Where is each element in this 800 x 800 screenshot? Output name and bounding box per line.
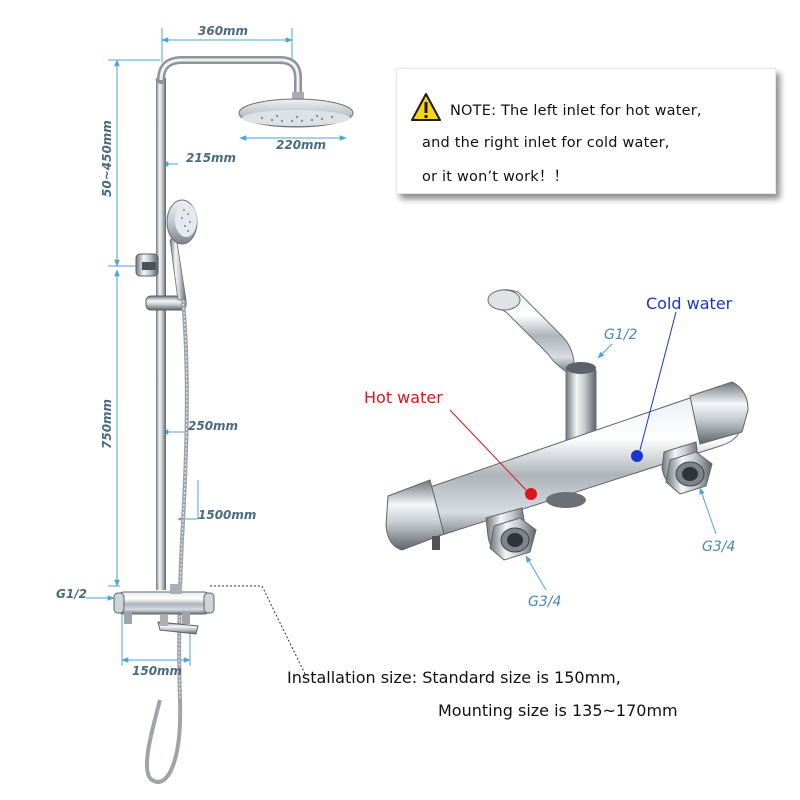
shower-hose <box>144 299 189 784</box>
wall-bracket <box>135 253 159 277</box>
installation-line-1: Installation size: Standard size is 150m… <box>287 668 621 687</box>
hand-shower <box>145 199 198 311</box>
warning-icon <box>411 93 441 121</box>
top-width-label: 360mm <box>198 24 249 38</box>
riser-pipe <box>156 56 302 590</box>
head-diameter-label: 220mm <box>276 138 327 152</box>
top-thread-label: G1/2 <box>604 327 638 343</box>
hot-water-marker <box>525 488 537 500</box>
arm-reach-label: 215mm <box>186 151 237 165</box>
note-line-3: or it won’t work！！ <box>422 169 569 185</box>
right-thread-label: G3/4 <box>702 539 736 555</box>
height-adjust-label: 50~450mm <box>100 120 114 197</box>
install-leader <box>210 585 307 677</box>
handheld-offset-label: 250mm <box>188 419 239 433</box>
left-thread-label: G3/4 <box>528 594 562 610</box>
installation-line-2: Mounting size is 135~170mm <box>438 701 678 720</box>
inlet-thread-label: G1/2 <box>56 587 87 601</box>
note-line-2: and the right inlet for cold water, <box>422 135 670 151</box>
rain-shower-head <box>238 92 354 128</box>
cold-water-marker <box>631 450 643 462</box>
note-box: NOTE: The left inlet for hot water, and … <box>396 68 776 194</box>
inlet-spacing-label: 150mm <box>132 664 183 678</box>
rail-height-label: 750mm <box>100 398 114 449</box>
note-line-1: NOTE: The left inlet for hot water, <box>450 103 702 119</box>
thermostatic-mixer <box>113 584 215 635</box>
valve-detail-illustration <box>385 289 749 591</box>
hot-water-label: Hot water <box>364 388 443 407</box>
hose-length-label: 1500mm <box>198 508 257 522</box>
cold-water-label: Cold water <box>646 294 733 313</box>
